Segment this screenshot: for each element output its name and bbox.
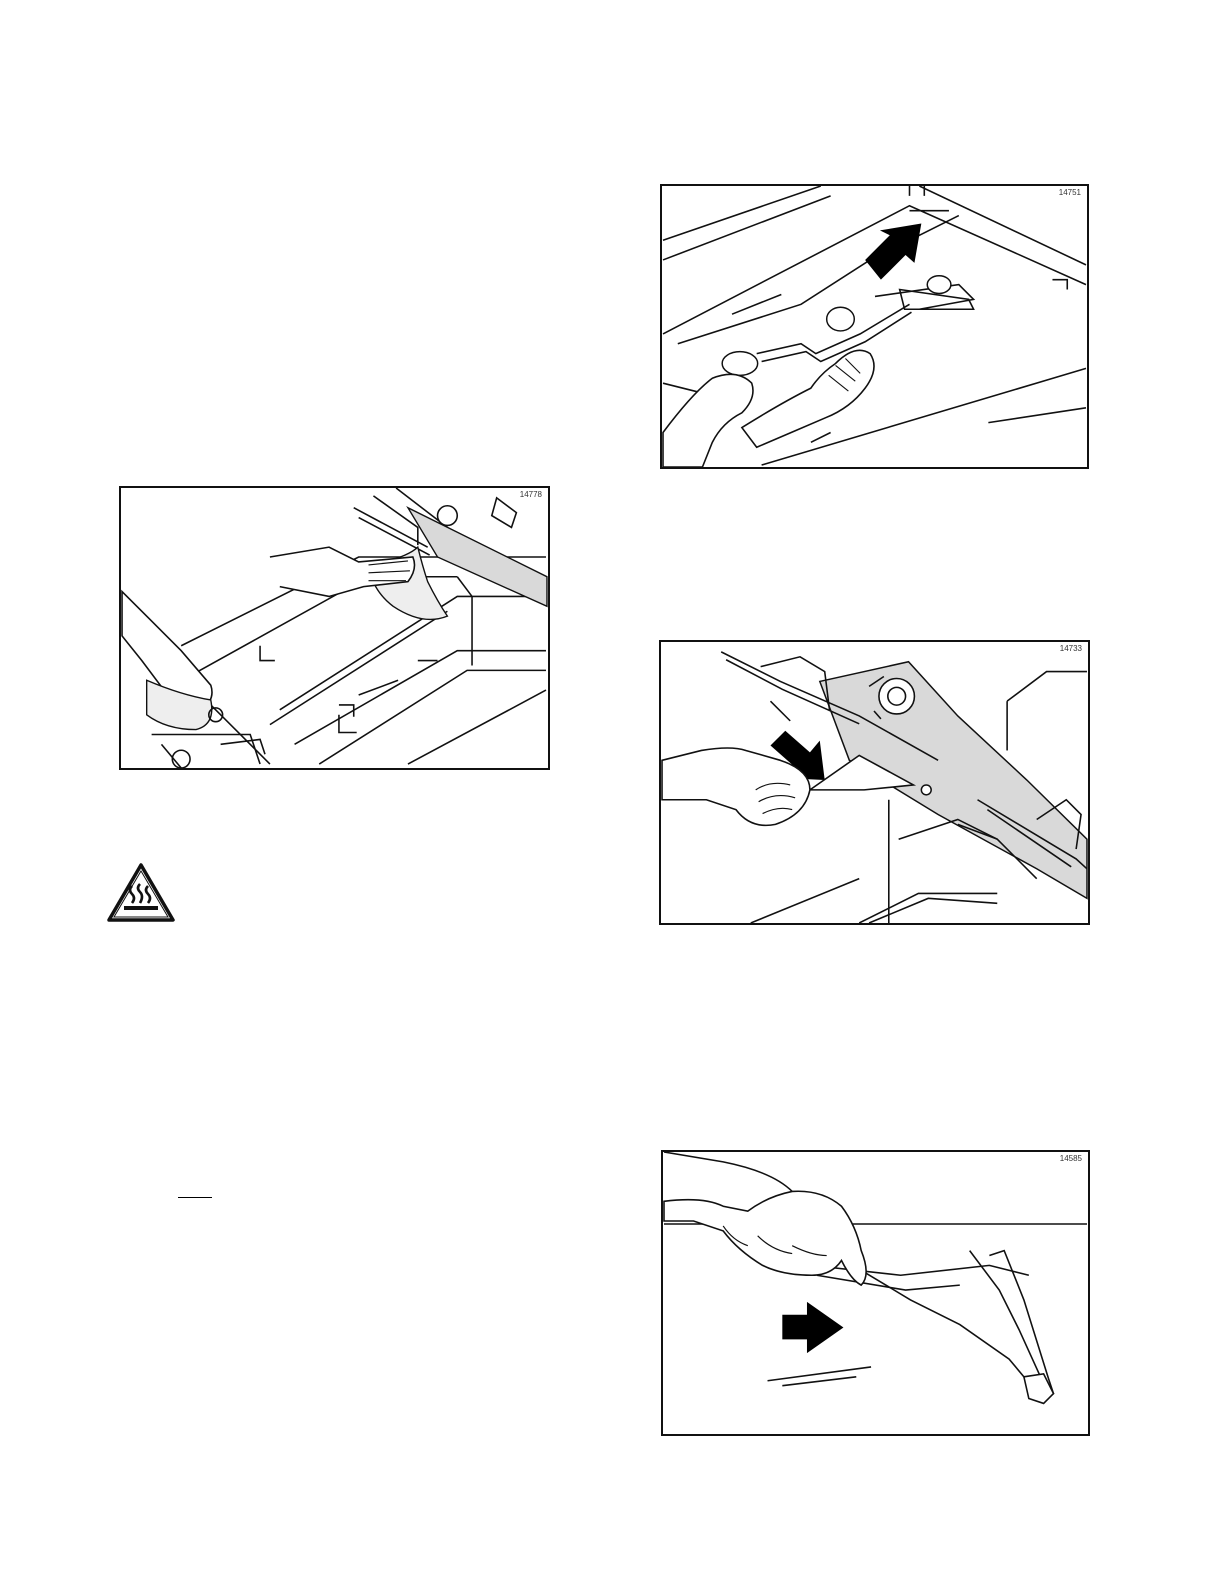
figure-fryer-top-illustration: 14751 — [660, 184, 1089, 469]
figure-scraper-illustration: 14585 — [661, 1150, 1090, 1436]
figure-trough-illustration: 14733 — [659, 640, 1090, 925]
trough-illustration-drawing — [661, 642, 1088, 923]
underline-rule — [178, 1197, 212, 1198]
hot-surface-icon — [106, 862, 176, 924]
figure-cleaning-illustration: 14778 — [119, 486, 550, 770]
fryer-top-illustration-drawing — [662, 186, 1087, 467]
cleaning-illustration-drawing — [121, 488, 548, 768]
scraper-illustration-drawing — [663, 1152, 1088, 1434]
